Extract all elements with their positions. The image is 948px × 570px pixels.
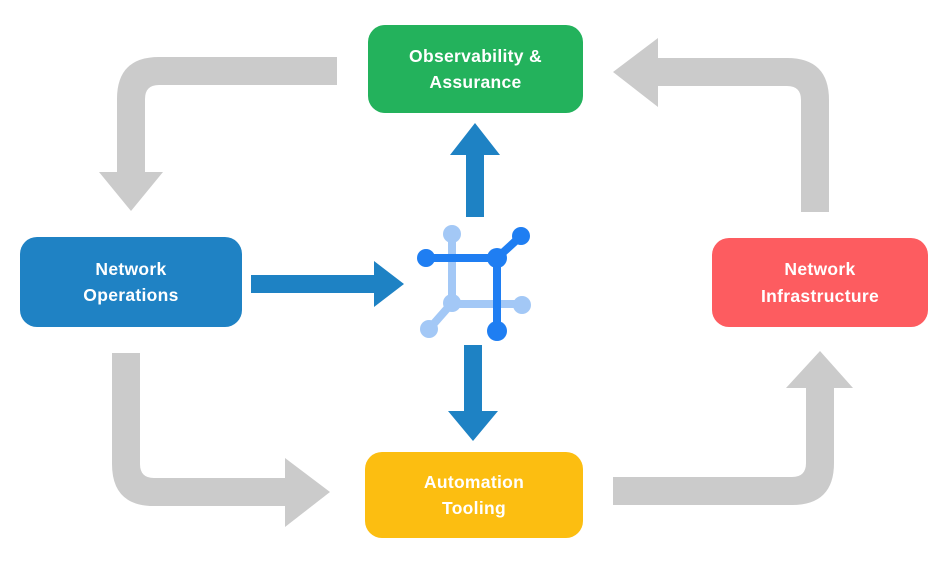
node-automation-label: Automation Tooling [423, 471, 525, 518]
node-operations-label: Network Operations [83, 258, 179, 305]
icon-node-top [443, 225, 461, 243]
icon-node-right [513, 296, 531, 314]
node-network-operations: Network Operations [20, 237, 242, 327]
arrow-operations-to-automation [112, 353, 330, 527]
icon-node-left [417, 249, 435, 267]
arrow-operations-to-center [251, 261, 404, 307]
icon-node-bottom [487, 321, 507, 341]
arrow-infrastructure-to-observability [613, 38, 829, 212]
icon-node-bottom-left-junction [443, 294, 461, 312]
arrow-observability-to-operations [99, 57, 337, 211]
node-observability-assurance: Observability & Assurance [368, 25, 583, 113]
node-observability-label: Observability & Assurance [409, 45, 542, 92]
node-automation-tooling: Automation Tooling [365, 452, 583, 538]
connected-network-nodes-icon [417, 225, 531, 341]
node-network-infrastructure: Network Infrastructure [712, 238, 928, 327]
icon-node-top-right-junction [487, 248, 507, 268]
arrow-automation-to-infrastructure [613, 351, 853, 505]
icon-node-top-right-outer [512, 227, 530, 245]
arrow-center-to-observability [450, 123, 500, 217]
icon-node-bottom-left-outer [420, 320, 438, 338]
node-infrastructure-label: Network Infrastructure [761, 259, 879, 306]
arrow-center-to-automation [448, 345, 498, 441]
